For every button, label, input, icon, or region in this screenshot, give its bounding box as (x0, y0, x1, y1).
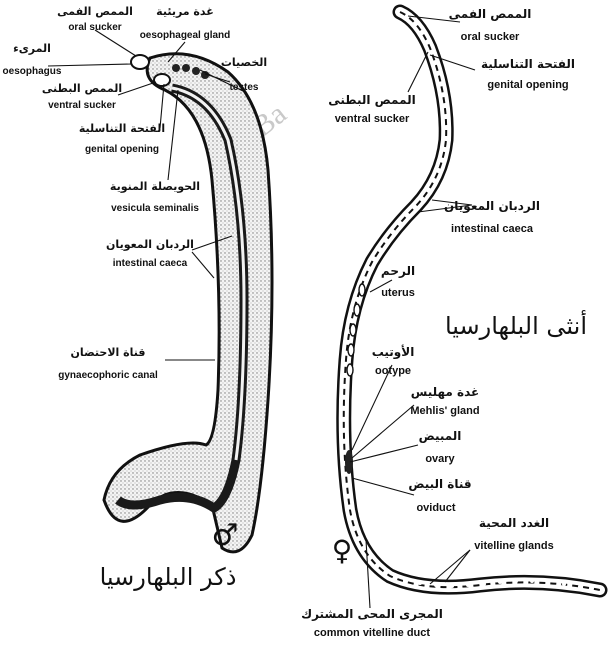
female-title: أنثى البلهارسيا (445, 310, 587, 340)
female-label-oviduct: قناة البيض oviduct (408, 477, 471, 514)
male-ventral-sucker-ar: الممص البطنى (42, 82, 122, 95)
female-symbol: ♀ (332, 534, 353, 567)
female-ovary-en: ovary (425, 453, 455, 465)
male-ventral-sucker-shape (154, 74, 170, 86)
male-testes-ar: الخصيات (221, 56, 267, 69)
female-ventral-sucker-en: ventral sucker (335, 113, 410, 125)
female-label-ventral-sucker: الممص البطنى ventral sucker (328, 93, 416, 125)
male-oral-sucker-shape (131, 55, 149, 69)
male-label-ventral-sucker: الممص البطنى ventral sucker (42, 82, 122, 111)
female-label-ootype: الأوتيب ootype (372, 344, 415, 377)
male-oesophageal-gland-ar: غدة مريئية (156, 5, 214, 18)
female-label-genital-opening: الفتحة التناسلية genital opening (481, 57, 575, 91)
female-ootype-ar: الأوتيب (372, 344, 415, 360)
male-title: ذكر البلهارسيا (100, 563, 237, 591)
female-genital-opening-en: genital opening (487, 79, 568, 91)
male-vesicula-seminalis-ar: الحويصلة المنوية (110, 180, 200, 193)
female-intestinal-caeca-en: intestinal caeca (451, 223, 534, 235)
female-label-vitelline-glands: الغدد المحية vitelline glands (474, 516, 553, 552)
male-label-intestinal-caeca: الردبان المعويان intestinal caeca (106, 238, 194, 269)
male-genital-opening-ar: الفتحة التناسلية (79, 122, 165, 135)
female-ventral-sucker-ar: الممص البطنى (328, 93, 416, 107)
male-gynaecophoric-canal-ar: قناة الاحتضان (71, 346, 146, 359)
male-symbol: ♂ (212, 518, 239, 553)
male-oesophageal-gland-en: oesophageal gland (140, 30, 231, 41)
female-label-ovary: المبيض ovary (419, 429, 462, 465)
female-vitelline-glands-ar: الغدد المحية (479, 516, 549, 530)
female-ootype-en: ootype (375, 365, 411, 377)
male-oral-sucker-ar: الممص الفمى (57, 5, 133, 18)
male-label-vesicula-seminalis: الحويصلة المنوية vesicula seminalis (110, 180, 200, 214)
female-mehlis-gland-ar: غدة مهليس (411, 385, 480, 399)
male-oral-sucker-en: oral sucker (68, 22, 121, 33)
female-uterus-ar: الرحم (381, 264, 415, 278)
female-label-intestinal-caeca: الردبان المعويان intestinal caeca (444, 199, 540, 235)
male-label-oesophagus: المرىء oesophagus (3, 42, 62, 77)
male-intestinal-caeca-ar: الردبان المعويان (106, 238, 194, 251)
male-gynaecophoric-canal-en: gynaecophoric canal (58, 370, 158, 381)
female-oral-sucker-ar: الممص الفمى (449, 7, 532, 21)
male-label-oesophageal-gland: غدة مريئية oesophageal gland (140, 5, 231, 41)
male-intestinal-caeca-en: intestinal caeca (113, 258, 188, 269)
female-label-common-vitelline-duct: المجرى المحى المشترك common vitelline du… (301, 607, 443, 639)
female-mehlis-gland-en: Mehlis' gland (410, 405, 479, 417)
male-label-genital-opening: الفتحة التناسلية genital opening (79, 122, 165, 155)
female-common-vitelline-duct-ar: المجرى المحى المشترك (301, 607, 443, 621)
female-uterus-en: uterus (381, 287, 415, 299)
male-testes-en: testes (230, 82, 259, 93)
female-oviduct-ar: قناة البيض (408, 477, 471, 491)
female-vitelline-glands-en: vitelline glands (474, 540, 553, 552)
male-genital-opening-en: genital opening (85, 144, 159, 155)
male-label-oral-sucker: الممص الفمى oral sucker (57, 5, 133, 33)
female-label-oral-sucker: الممص الفمى oral sucker (449, 7, 532, 43)
female-intestinal-caeca-ar: الردبان المعويان (444, 199, 540, 214)
male-label-gynaecophoric-canal: قناة الاحتضان gynaecophoric canal (58, 346, 158, 381)
female-genital-opening-ar: الفتحة التناسلية (481, 57, 575, 71)
male-ventral-sucker-en: ventral sucker (48, 100, 116, 111)
male-vesicula-seminalis-en: vesicula seminalis (111, 203, 199, 214)
female-ovary-ar: المبيض (419, 429, 462, 443)
female-common-vitelline-duct-en: common vitelline duct (314, 627, 430, 639)
female-label-mehlis-gland: غدة مهليس Mehlis' gland (410, 385, 479, 417)
female-oral-sucker-en: oral sucker (461, 31, 520, 43)
female-label-uterus: الرحم uterus (381, 264, 415, 299)
male-oesophagus-en: oesophagus (3, 66, 62, 77)
male-oesophagus-ar: المرىء (13, 42, 51, 55)
female-oviduct-en: oviduct (416, 502, 455, 514)
